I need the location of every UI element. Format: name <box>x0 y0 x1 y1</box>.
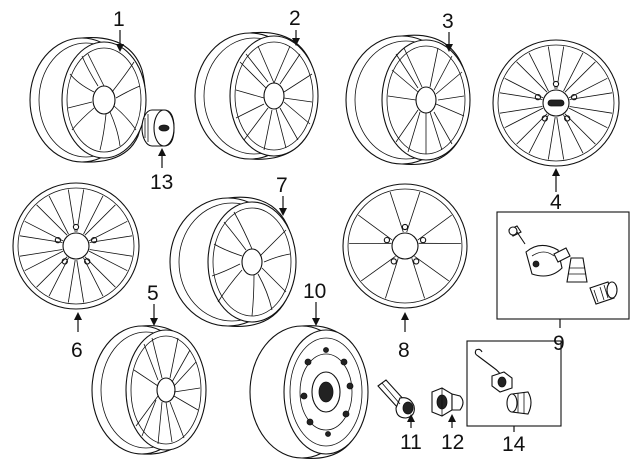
wheel-7-icon <box>170 197 296 326</box>
lug-hole <box>421 238 426 243</box>
wheel-3-icon <box>346 35 470 164</box>
wheel-lock-kit-14-icon <box>467 341 561 426</box>
callout-10: 10 <box>303 281 326 302</box>
callout-9: 9 <box>553 333 565 354</box>
callout-12: 12 <box>441 432 464 453</box>
lug-nut-12-icon <box>432 388 463 416</box>
callout-5: 5 <box>147 283 159 304</box>
callout-7: 7 <box>276 175 288 196</box>
wheel-10-icon <box>250 326 368 459</box>
wheel-4-icon <box>493 40 619 166</box>
wheel-5-icon <box>92 326 206 455</box>
center-cap-13-icon <box>142 110 174 146</box>
lug-hole <box>73 224 78 229</box>
callout-3: 3 <box>442 11 454 32</box>
callout-2: 2 <box>289 8 301 29</box>
callout-8: 8 <box>398 340 410 361</box>
lug-hole <box>391 259 396 264</box>
callout-11: 11 <box>400 432 422 453</box>
wheel-8-icon <box>343 184 467 308</box>
valve-stem-11-icon <box>378 380 414 418</box>
wheel-6-icon <box>13 183 139 309</box>
tpms-kit-9-icon <box>497 212 629 319</box>
lug-hole <box>414 259 419 264</box>
callout-14: 14 <box>502 434 525 455</box>
wheel-2-icon <box>195 32 318 159</box>
wheel-1-icon <box>30 38 146 163</box>
lug-hole <box>553 81 558 86</box>
callout-4: 4 <box>550 192 562 213</box>
callout-13: 13 <box>150 172 173 193</box>
lug-hole <box>402 224 407 229</box>
lug-hole <box>384 238 389 243</box>
callout-1: 1 <box>113 9 125 30</box>
callout-6: 6 <box>71 340 83 361</box>
